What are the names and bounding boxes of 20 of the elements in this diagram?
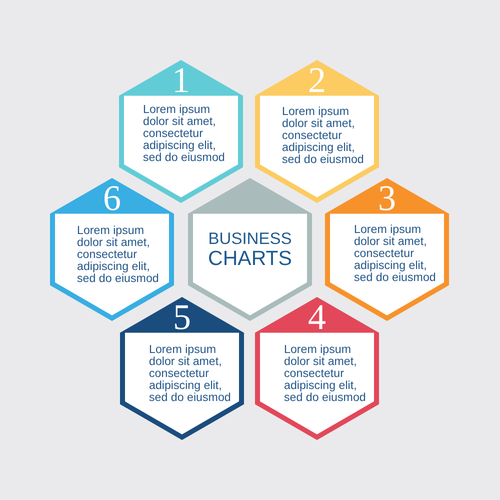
step-number: 6 xyxy=(103,185,121,211)
hexagon-card xyxy=(255,297,379,440)
step-number: 4 xyxy=(308,304,326,330)
description-text: Lorem ipsum dolor sit amet, consectetur adipiscing elit, sed do eiusmod xyxy=(284,344,367,404)
description-text: Lorem ipsum dolor sit amet, consectetur adipiscing elit, sed do eiusmod xyxy=(282,106,365,166)
heading-text: BUSINESS xyxy=(208,230,292,248)
step-number: 1 xyxy=(172,67,190,93)
description-text: Lorem ipsum dolor sit amet, consectetur adipiscing elit, sed do eiusmod xyxy=(354,224,437,284)
description-text: Lorem ipsum dolor sit amet, consectetur adipiscing elit, sed do eiusmod xyxy=(143,104,226,164)
step-number: 2 xyxy=(308,67,326,93)
description-text: Lorem ipsum dolor sit amet, consectetur adipiscing elit, sed do eiusmod xyxy=(149,344,232,404)
hexagon-card xyxy=(120,297,244,440)
description-text: Lorem ipsum dolor sit amet, consectetur adipiscing elit, sed do eiusmod xyxy=(77,225,160,285)
hexagon-card xyxy=(50,178,174,321)
step-number: 3 xyxy=(378,185,396,211)
step-number: 5 xyxy=(173,304,191,330)
hexagon-card xyxy=(119,60,243,203)
heading-text: CHARTS xyxy=(208,248,292,270)
hexagon-card xyxy=(255,60,379,203)
hexagon-card xyxy=(325,178,449,321)
